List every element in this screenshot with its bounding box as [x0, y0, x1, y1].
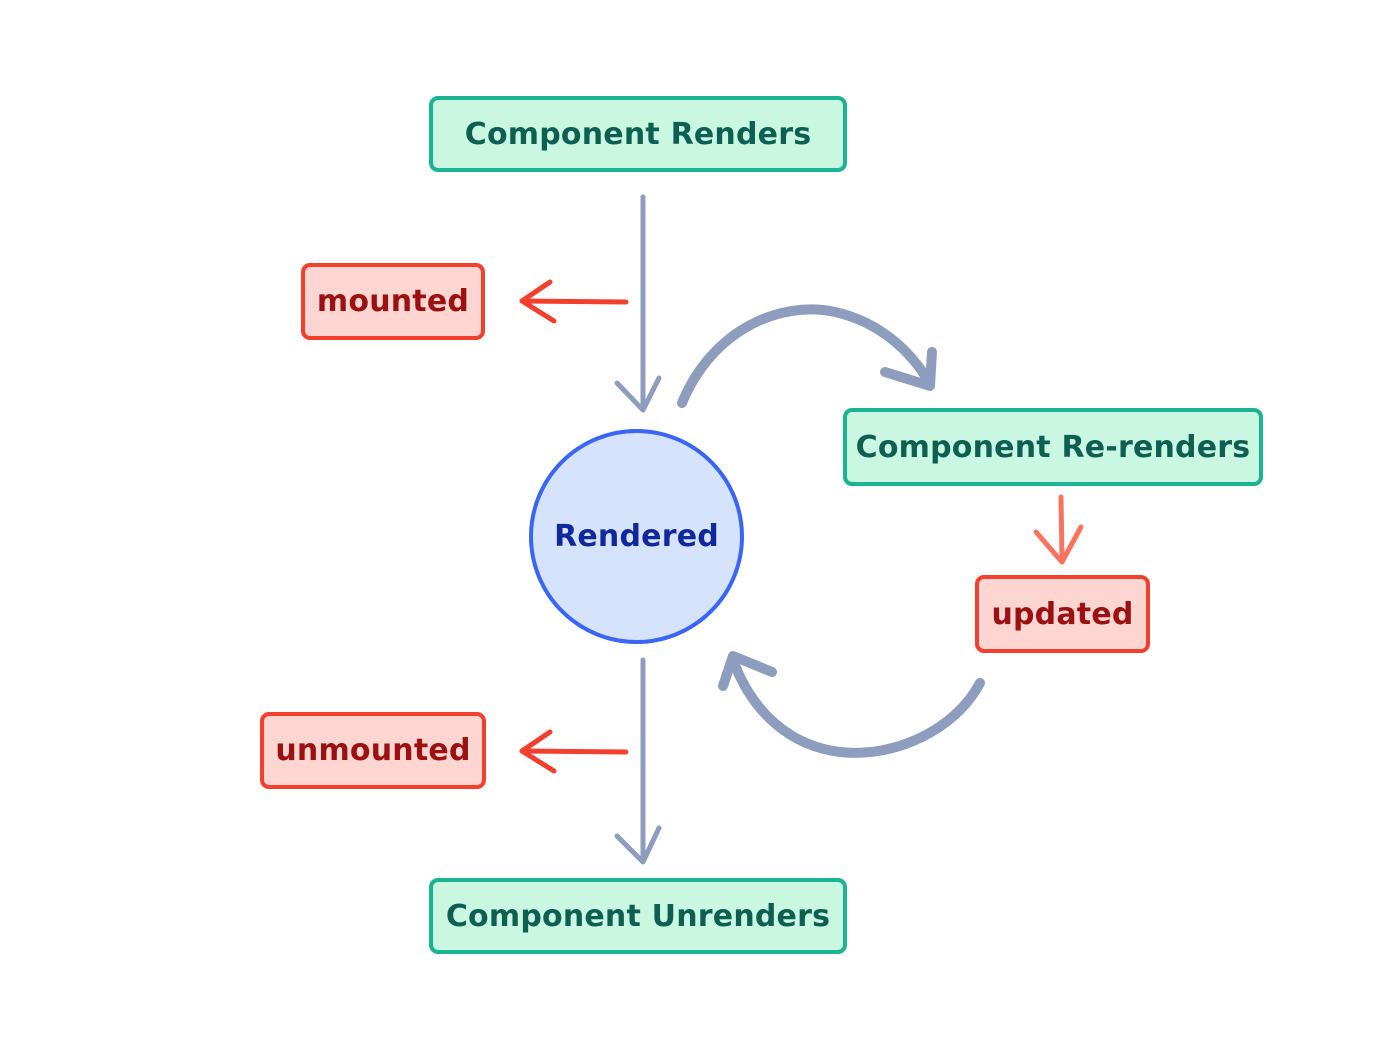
arrow-rendered-to-rerenders [677, 304, 937, 408]
arrow-rerenders-to-updated [1033, 494, 1084, 565]
arrow-updated-to-rendered [718, 651, 985, 758]
component-renders-node: Component Renders [429, 96, 847, 172]
arrow-to-mounted [519, 279, 629, 324]
arrow-renders-to-rendered [614, 194, 662, 413]
arrow-to-unmounted [519, 729, 629, 774]
updated-hook-node: updated [975, 575, 1150, 653]
component-rerenders-node: Component Re-renders [843, 408, 1263, 486]
mounted-hook-node: mounted [301, 263, 485, 340]
arrow-rendered-to-unrenders [614, 657, 662, 865]
rendered-state-node: Rendered [529, 429, 744, 644]
component-unrenders-node: Component Unrenders [429, 878, 847, 954]
unmounted-hook-node: unmounted [260, 712, 486, 789]
